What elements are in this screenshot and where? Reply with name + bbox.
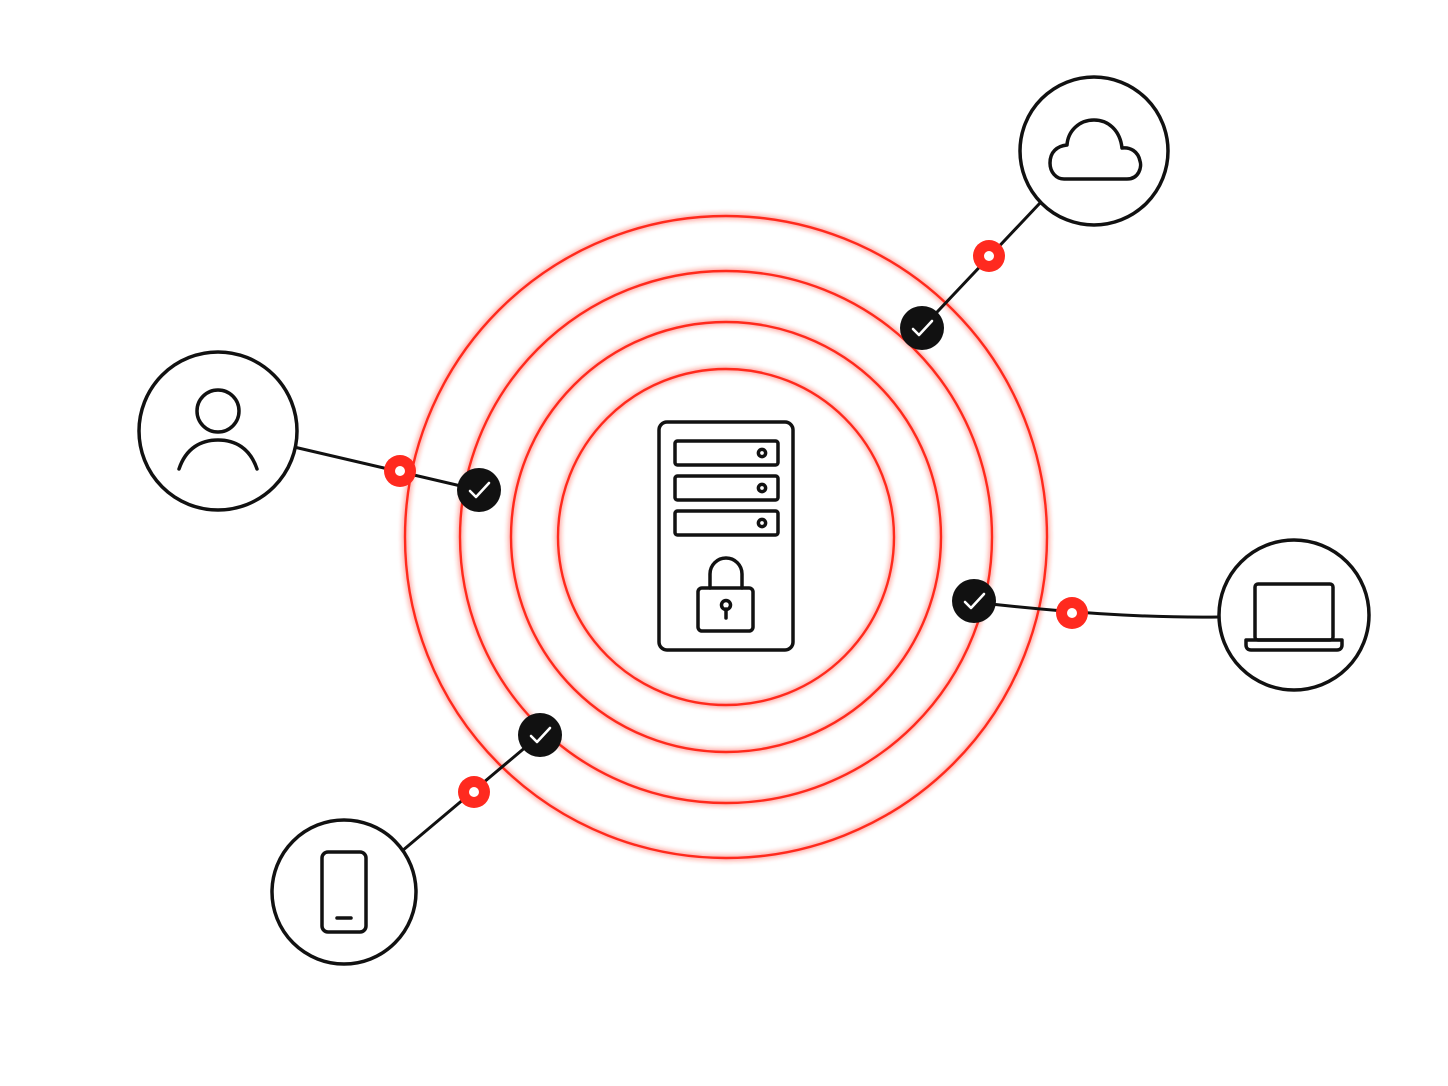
drive-bay-1-led — [756, 447, 768, 459]
protection-ring-2 — [509, 320, 943, 754]
check-badge-laptop — [952, 579, 996, 623]
smartphone-icon-body — [320, 850, 368, 934]
link-laptop — [971, 600, 1222, 619]
relay-dot-laptop — [1056, 597, 1088, 629]
drive-bay-3 — [673, 509, 780, 537]
locked-server-icon — [657, 420, 795, 652]
protection-ring-4 — [403, 214, 1049, 860]
protection-rings — [403, 214, 1049, 860]
check-badge-phone — [518, 713, 562, 757]
laptop-icon-base — [1244, 638, 1344, 652]
phone-node-circle — [270, 818, 418, 966]
cloud-node-circle — [1018, 75, 1170, 227]
relay-dot-cloud — [973, 240, 1005, 272]
check-badge-user — [457, 468, 501, 512]
protection-ring-3 — [458, 269, 994, 805]
cloud-node[interactable] — [1018, 75, 1170, 227]
protection-ring-1 — [556, 367, 896, 707]
check-icon — [952, 579, 996, 623]
relay-points — [384, 240, 1088, 808]
laptop-icon — [1244, 582, 1344, 652]
check-icon — [518, 713, 562, 757]
drive-bay-2 — [673, 474, 780, 502]
phone-node[interactable] — [270, 818, 418, 966]
padlock-icon — [696, 556, 755, 633]
connection-lines — [292, 201, 1222, 853]
padlock-body — [696, 586, 755, 633]
check-icon — [457, 468, 501, 512]
user-icon-head — [195, 388, 241, 434]
relay-dot-phone — [458, 776, 490, 808]
user-icon — [177, 388, 259, 471]
server-case — [657, 420, 795, 652]
relay-dot-user — [384, 455, 416, 487]
drive-bay-1 — [673, 439, 780, 467]
user-icon-shoulders — [177, 438, 259, 471]
laptop-node[interactable] — [1217, 538, 1371, 692]
user-node[interactable] — [137, 350, 299, 512]
drive-bay-2-led — [756, 482, 768, 494]
drive-bay-3-led — [756, 517, 768, 529]
check-badge-cloud — [900, 306, 944, 350]
smartphone-icon — [320, 850, 368, 934]
laptop-node-circle — [1217, 538, 1371, 692]
check-icon — [900, 306, 944, 350]
verification-badges — [457, 306, 996, 757]
padlock-shackle — [708, 556, 744, 590]
cloud-icon — [1048, 118, 1143, 181]
